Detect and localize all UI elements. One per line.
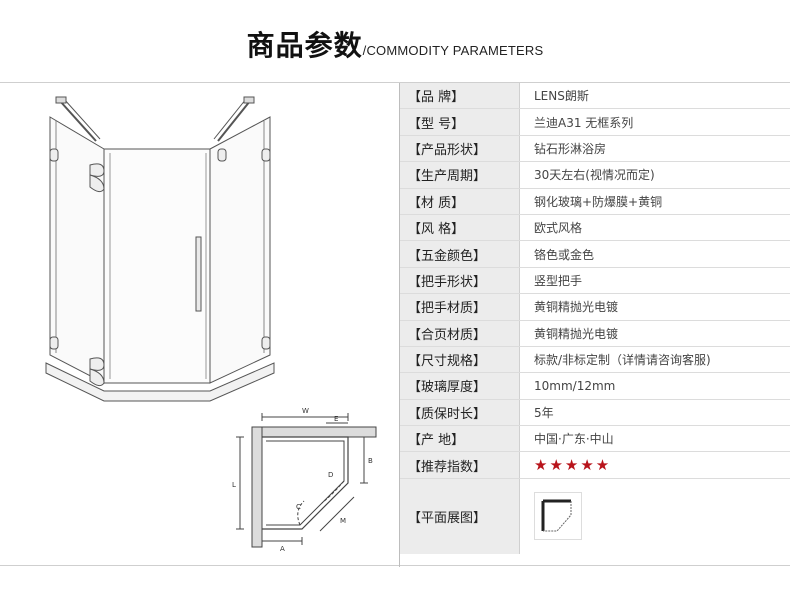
page-subtitle: /COMMODITY PARAMETERS (362, 43, 544, 58)
dim-label-w: W (302, 407, 309, 415)
product-drawing-area: W E B L D C M A (0, 83, 400, 567)
right-glass-panel (209, 116, 271, 384)
param-row: 【产 地】中国·广东·中山 (400, 426, 790, 453)
door-glass-panel (103, 148, 211, 384)
dim-label-l: L (232, 481, 236, 489)
param-row: 【把手材质】黄铜精抛光电镀 (400, 294, 790, 321)
param-label: 【把手形状】 (400, 267, 520, 294)
param-row: 【玻璃厚度】 10mm/12mm (400, 373, 790, 400)
dim-label-a: A (280, 545, 285, 553)
parameters-panel: W E B L D C M A 【品 牌】 LENS朗斯 【型 号】兰迪A31 无… (0, 82, 790, 567)
param-label: 【生产周期】 (400, 162, 520, 188)
param-value: 黄铜精抛光电镀 (534, 300, 619, 315)
param-label: 【玻璃厚度】 (400, 373, 520, 399)
rating-row: 【推荐指数】 ★★★★★ (400, 452, 790, 479)
param-value: 兰迪A31 无框系列 (534, 115, 634, 130)
plan-label: 【平面展图】 (400, 478, 520, 554)
param-value: 标款/非标定制（详情请咨询客服) (534, 353, 711, 368)
dim-label-b: B (368, 457, 373, 465)
param-label: 【风 格】 (400, 214, 520, 241)
shower-enclosure-drawing: W E B L D C M A (45, 96, 377, 553)
rating-label: 【推荐指数】 (400, 452, 520, 478)
param-value: 铬色或金色 (534, 247, 595, 262)
param-value: 竖型把手 (534, 273, 583, 288)
param-label: 【品 牌】 (400, 83, 520, 109)
param-row: 【合页材质】黄铜精抛光电镀 (400, 320, 790, 347)
param-row: 【尺寸规格】标款/非标定制（详情请咨询客服) (400, 346, 790, 374)
door-handle (195, 236, 202, 312)
param-value: 钢化玻璃+防爆膜+黄铜 (534, 194, 663, 209)
param-value: 钻石形淋浴房 (534, 141, 607, 156)
param-label: 【质保时长】 (400, 399, 520, 426)
param-value: 欧式风格 (534, 221, 583, 236)
param-value: LENS朗斯 (534, 89, 589, 104)
param-value: 中国·广东·中山 (534, 432, 614, 447)
param-value: 10mm/12mm (534, 378, 616, 393)
param-label: 【五金颜色】 (400, 241, 520, 267)
param-row: 【产品形状】钻石形淋浴房 (400, 135, 790, 163)
param-value: 30天左右(视情况而定) (534, 168, 655, 183)
floor-plan-thumbnail (534, 492, 582, 541)
param-label: 【型 号】 (400, 109, 520, 135)
param-label: 【尺寸规格】 (400, 346, 520, 373)
dim-label-d: D (328, 471, 333, 479)
param-label: 【把手材质】 (400, 294, 520, 320)
rating-stars: ★★★★★ (534, 456, 612, 475)
dim-label-m: M (340, 517, 346, 525)
param-row: 【材 质】钢化玻璃+防爆膜+黄铜 (400, 188, 790, 215)
page-header: 商品参数/COMMODITY PARAMETERS (0, 24, 790, 64)
param-row: 【五金颜色】铬色或金色 (400, 241, 790, 268)
param-row: 【把手形状】竖型把手 (400, 267, 790, 295)
base-tray (45, 362, 275, 402)
dim-label-e: E (334, 415, 338, 423)
param-label: 【材 质】 (400, 188, 520, 214)
floor-plan-diagram (236, 413, 377, 548)
param-row: 【生产周期】 30天左右(视情况而定) (400, 162, 790, 189)
param-label: 【产 地】 (400, 426, 520, 452)
dim-label-c: C (296, 503, 301, 511)
param-label: 【合页材质】 (400, 320, 520, 346)
param-row: 【品 牌】 LENS朗斯 (400, 83, 790, 110)
param-row: 【型 号】兰迪A31 无框系列 (400, 109, 790, 136)
param-row: 【风 格】欧式风格 (400, 214, 790, 242)
page-title: 商品参数 (246, 29, 363, 62)
parameter-table: 【品 牌】 LENS朗斯 【型 号】兰迪A31 无框系列 【产品形状】钻石形淋浴房… (400, 83, 790, 554)
param-value: 黄铜精抛光电镀 (534, 326, 619, 341)
param-label: 【产品形状】 (400, 135, 520, 162)
param-value: 5年 (534, 405, 554, 420)
plan-row: 【平面展图】 (400, 478, 790, 554)
param-row: 【质保时长】 5年 (400, 399, 790, 427)
